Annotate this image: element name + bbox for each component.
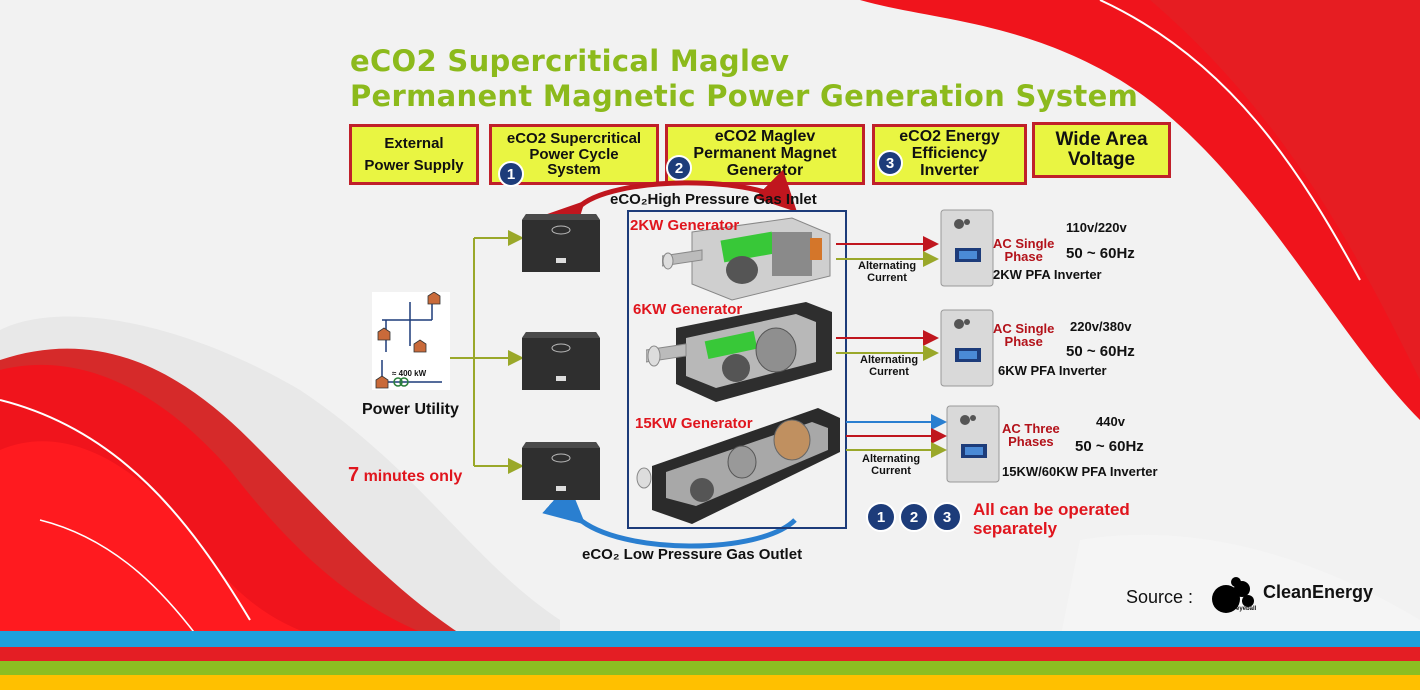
inlet-label: eCO₂High Pressure Gas Inlet [610,191,817,208]
battery-module-3 [522,442,600,500]
title-line-2: Permanent Magnetic Power Generation Syst… [350,79,1139,113]
generator-6kw-label: 6KW Generator [633,301,743,318]
phase-line: Phases [1008,434,1054,449]
stripe-red [0,647,1420,661]
time-number: 7 [348,464,360,486]
phase-line: Phase [1004,334,1043,349]
voltage-2: 220v/380v [1070,319,1132,334]
phase-line: AC Single [993,236,1055,251]
power-utility-label: Power Utility [362,401,459,418]
note-line-2: separately [973,519,1058,538]
utility-capacity: ≈ 400 kW [392,369,427,378]
battery-module-2 [522,332,600,390]
current-line: Current [867,271,907,284]
box-label-line: Wide Area [1055,129,1148,151]
stripe-green [0,661,1420,675]
phase-line: AC Single [993,321,1055,336]
voltage-3: 440v [1096,414,1125,429]
source-label: Source : [1126,587,1194,607]
frequency-1: 50 ~ 60Hz [1066,245,1135,262]
inverter-2-image [940,309,994,387]
box-label-line: Inverter [920,161,979,179]
note-badge-1: 1 [866,502,896,532]
logo-caption: eyeball [1236,606,1257,612]
generator-15kw-image [636,408,840,524]
stripe-blue [0,631,1420,647]
generator-15kw-label: 15KW Generator [635,415,753,432]
source-brand: CleanEnergy [1263,582,1374,602]
box-label-line: Voltage [1067,149,1136,170]
current-line: Alternating [858,260,917,272]
note-badge-3: 3 [932,502,962,532]
outlet-label: eCO₂ Low Pressure Gas Outlet [582,546,803,563]
generator-2kw-label: 2KW Generator [630,217,740,234]
box-label-line: Power Supply [364,156,464,174]
frequency-3: 50 ~ 60Hz [1075,438,1144,455]
inverter-3-image [946,405,1000,483]
clean-energy-logo-icon [1212,577,1254,613]
box-label-line: eCO2 Supercritical [506,129,642,147]
note-line-1: All can be operated [973,500,1130,519]
box-label-line: Efficiency [911,145,988,163]
phase-line: Phase [1004,249,1043,264]
time-text: minutes only [359,468,463,485]
power-grid-illustration [372,292,450,390]
generator-6kw-image [646,302,832,402]
current-line: Alternating [860,354,919,366]
box-label-line: eCO2 Energy [899,128,1000,146]
voltage-1: 110v/220v [1066,220,1127,235]
current-line: Current [871,464,911,477]
inverter-label-1: 2KW PFA Inverter [993,267,1102,282]
inverter-label-2: 6KW PFA Inverter [998,363,1107,378]
inverter-1-image [940,209,994,287]
inverter-label-3: 15KW/60KW PFA Inverter [1002,464,1158,479]
badge-3: 3 [877,150,903,176]
box-label-line: Permanent Magnet [693,145,837,163]
battery-module-1 [522,214,600,272]
time-label: 7 minutes only [348,464,462,487]
current-line: Alternating [862,453,921,465]
stripe-yellow [0,675,1420,690]
note-badge-2: 2 [899,502,929,532]
box-label-line: Power Cycle [529,145,619,163]
box-label-line: External [384,134,444,152]
title-line-1: eCO2 Supercritical Maglev [350,44,790,78]
badge-1: 1 [498,161,524,187]
current-line: Current [869,365,909,378]
phase-line: AC Three [1002,421,1060,436]
box-label-line: eCO2 Maglev [714,128,816,146]
frequency-2: 50 ~ 60Hz [1066,343,1135,360]
generator-2kw-image [662,217,831,301]
